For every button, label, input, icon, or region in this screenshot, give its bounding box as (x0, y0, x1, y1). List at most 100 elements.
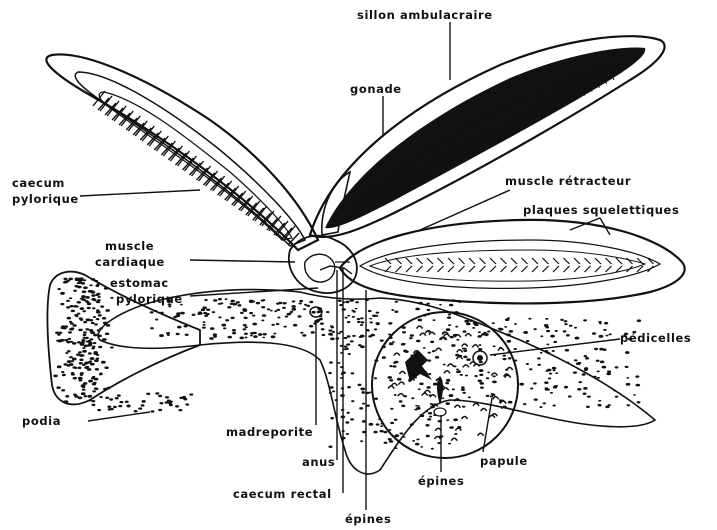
texture-dot (82, 347, 85, 349)
texture-dot (256, 302, 260, 305)
texture-dot (250, 335, 253, 337)
texture-dot (431, 448, 434, 450)
texture-dot (309, 301, 313, 303)
texture-stroke (574, 266, 580, 272)
texture-dot (311, 331, 315, 334)
texture-dot (87, 395, 92, 398)
texture-stroke (522, 258, 528, 264)
texture-dot (415, 443, 420, 446)
texture-stroke (595, 266, 601, 272)
texture-dot (328, 329, 332, 331)
spine-mark (457, 350, 463, 353)
texture-dot (479, 382, 484, 385)
texture-dot (530, 387, 533, 389)
texture-dot (100, 305, 104, 307)
texture-dot (113, 406, 117, 408)
texture-dot (81, 295, 86, 298)
texture-dot (389, 342, 394, 345)
spine-mark (398, 382, 404, 385)
texture-dot (449, 304, 453, 307)
texture-dot (362, 403, 365, 405)
texture-dot (276, 323, 280, 325)
texture-stroke (616, 258, 622, 264)
texture-dot (362, 392, 365, 394)
texture-dot (415, 405, 418, 407)
label-estomac-pylorique-line1: estomac (110, 276, 169, 290)
arm-skeletal-plates (340, 220, 685, 304)
label-papule: papule (480, 454, 528, 468)
central-disc (289, 236, 357, 293)
texture-dot (479, 374, 483, 376)
texture-dot (420, 415, 424, 418)
texture-dot (578, 381, 582, 383)
texture-dot (427, 309, 431, 311)
texture-dot (445, 382, 449, 384)
texture-dot (603, 329, 607, 331)
spine-mark (465, 334, 471, 337)
texture-dot (526, 363, 529, 365)
texture-dot (169, 401, 173, 403)
texture-dot (67, 317, 71, 320)
texture-dot (574, 327, 577, 329)
texture-dot (71, 373, 75, 375)
texture-stroke (532, 258, 538, 264)
texture-stroke (480, 266, 486, 272)
texture-dot (504, 326, 507, 328)
texture-dot (399, 432, 403, 434)
texture-dot (94, 323, 98, 325)
texture-dot (103, 322, 108, 325)
texture-stroke (606, 266, 612, 272)
texture-dot (150, 311, 154, 313)
texture-dot (253, 335, 258, 338)
texture-dot (425, 410, 428, 412)
texture-dot (66, 300, 70, 302)
texture-dot (462, 330, 466, 332)
spine-mark (443, 388, 449, 391)
texture-dot (344, 337, 348, 339)
texture-dot (555, 330, 558, 332)
texture-dot (452, 299, 455, 301)
texture-stroke (469, 258, 475, 264)
texture-dot (508, 357, 512, 359)
texture-dot (82, 386, 85, 388)
texture-dot (506, 334, 511, 337)
texture-dot (267, 308, 270, 310)
texture-dot (493, 345, 496, 347)
texture-dot (86, 318, 91, 321)
texture-dot (104, 366, 108, 369)
texture-dot (368, 310, 372, 312)
texture-dot (339, 304, 342, 306)
texture-dot (347, 335, 351, 337)
texture-dot (458, 301, 461, 303)
texture-dot (584, 369, 588, 371)
texture-dot (635, 375, 639, 377)
texture-stroke (637, 258, 643, 264)
texture-dot (361, 321, 365, 323)
texture-dot (382, 356, 386, 359)
texture-dot (332, 390, 335, 392)
texture-dot (548, 378, 551, 380)
spine-mark (399, 372, 405, 375)
texture-stroke (522, 266, 528, 272)
texture-dot (355, 308, 358, 310)
label-muscle-cardiaque-line1: muscle (105, 239, 154, 253)
texture-dot (552, 350, 555, 352)
texture-dot (67, 360, 72, 363)
spine-mark (444, 371, 450, 374)
texture-dot (159, 334, 164, 337)
texture-dot (508, 401, 513, 404)
texture-dot (245, 326, 248, 328)
texture-dot (596, 360, 600, 362)
texture-dot (543, 402, 546, 404)
texture-dot (528, 318, 531, 320)
texture-dot (138, 407, 142, 409)
texture-dot (369, 318, 372, 320)
texture-dot (357, 321, 361, 323)
texture-dot (455, 354, 459, 357)
texture-dot (97, 409, 101, 411)
texture-dot (539, 406, 542, 408)
texture-dot (533, 328, 536, 330)
texture-dot (291, 305, 296, 308)
texture-stroke (511, 266, 517, 272)
